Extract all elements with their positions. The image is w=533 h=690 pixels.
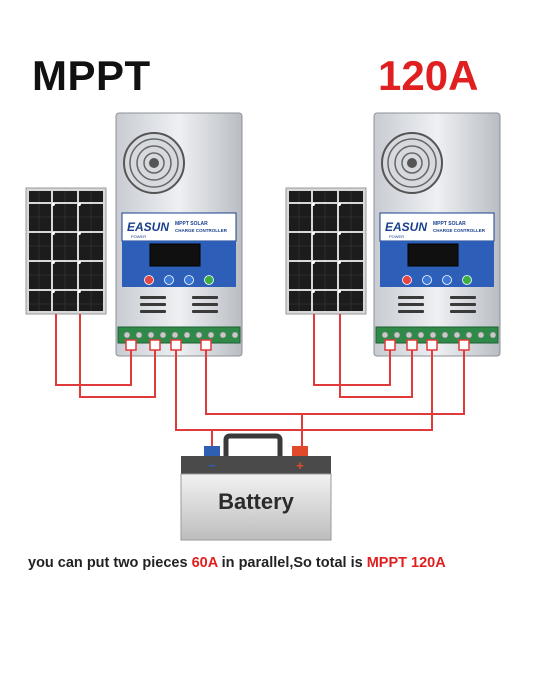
- title-120a: 120A: [378, 52, 479, 99]
- terminal-block-right: [375, 326, 499, 344]
- button-blue2-left: [184, 275, 194, 285]
- terminal-connectors: [125, 339, 470, 351]
- caption-highlight-mppt120a: MPPT 120A: [366, 555, 446, 571]
- wiring: [55, 314, 465, 452]
- model-line1-right: MPPT SOLAR: [433, 221, 466, 227]
- button-blue-right: [422, 275, 432, 285]
- model-line1-left: MPPT SOLAR: [175, 221, 208, 227]
- battery: − + Battery: [180, 433, 332, 541]
- button-green-right: [462, 275, 472, 285]
- wire-left-batt-neg: [175, 345, 213, 452]
- wire-right-batt-pos: [302, 345, 465, 415]
- caption-highlight-60a: 60A: [191, 555, 218, 571]
- title-mppt: MPPT: [32, 52, 151, 99]
- button-green-left: [204, 275, 214, 285]
- battery-label: Battery: [218, 489, 295, 514]
- wire-left-pv-pos: [79, 314, 156, 398]
- button-blue2-right: [442, 275, 452, 285]
- battery-negative-symbol: −: [208, 458, 216, 473]
- lcd-display-right: [407, 243, 459, 267]
- fan-icon: [123, 132, 185, 194]
- brand-sub-right: POWER: [389, 234, 404, 239]
- vents-right: [398, 296, 476, 313]
- wire-left-batt-pos: [205, 345, 303, 452]
- brand-logo-right: EASUN: [385, 220, 427, 234]
- solar-panel-right: [285, 187, 367, 315]
- caption-part2: in parallel,So total is: [217, 555, 367, 571]
- charge-controller-right: EASUN POWER MPPT SOLAR CHARGE CONTROLLER: [373, 112, 501, 357]
- vents-left: [140, 296, 218, 313]
- model-line2-right: CHARGE CONTROLLER: [433, 228, 486, 233]
- fan-icon: [381, 132, 443, 194]
- battery-positive-symbol: +: [296, 458, 304, 473]
- lcd-display-left: [149, 243, 201, 267]
- battery-negative-terminal: [204, 446, 220, 456]
- wire-left-pv-neg: [55, 314, 132, 386]
- brand-logo-left: EASUN: [127, 220, 169, 234]
- wire-right-pv-neg: [313, 314, 391, 386]
- wire-right-pv-pos: [339, 314, 413, 398]
- brand-sub-left: POWER: [131, 234, 146, 239]
- button-red-left: [144, 275, 154, 285]
- caption-part1: you can put two pieces: [28, 555, 192, 571]
- model-line2-left: CHARGE CONTROLLER: [175, 228, 228, 233]
- wire-right-batt-neg: [212, 345, 433, 431]
- caption: you can put two pieces 60A in parallel,S…: [28, 555, 528, 571]
- button-blue-left: [164, 275, 174, 285]
- button-red-right: [402, 275, 412, 285]
- solar-panel-left: [25, 187, 107, 315]
- battery-positive-terminal: [292, 446, 308, 456]
- charge-controller-left: EASUN POWER MPPT SOLAR CHARGE CONTROLLER: [115, 112, 243, 357]
